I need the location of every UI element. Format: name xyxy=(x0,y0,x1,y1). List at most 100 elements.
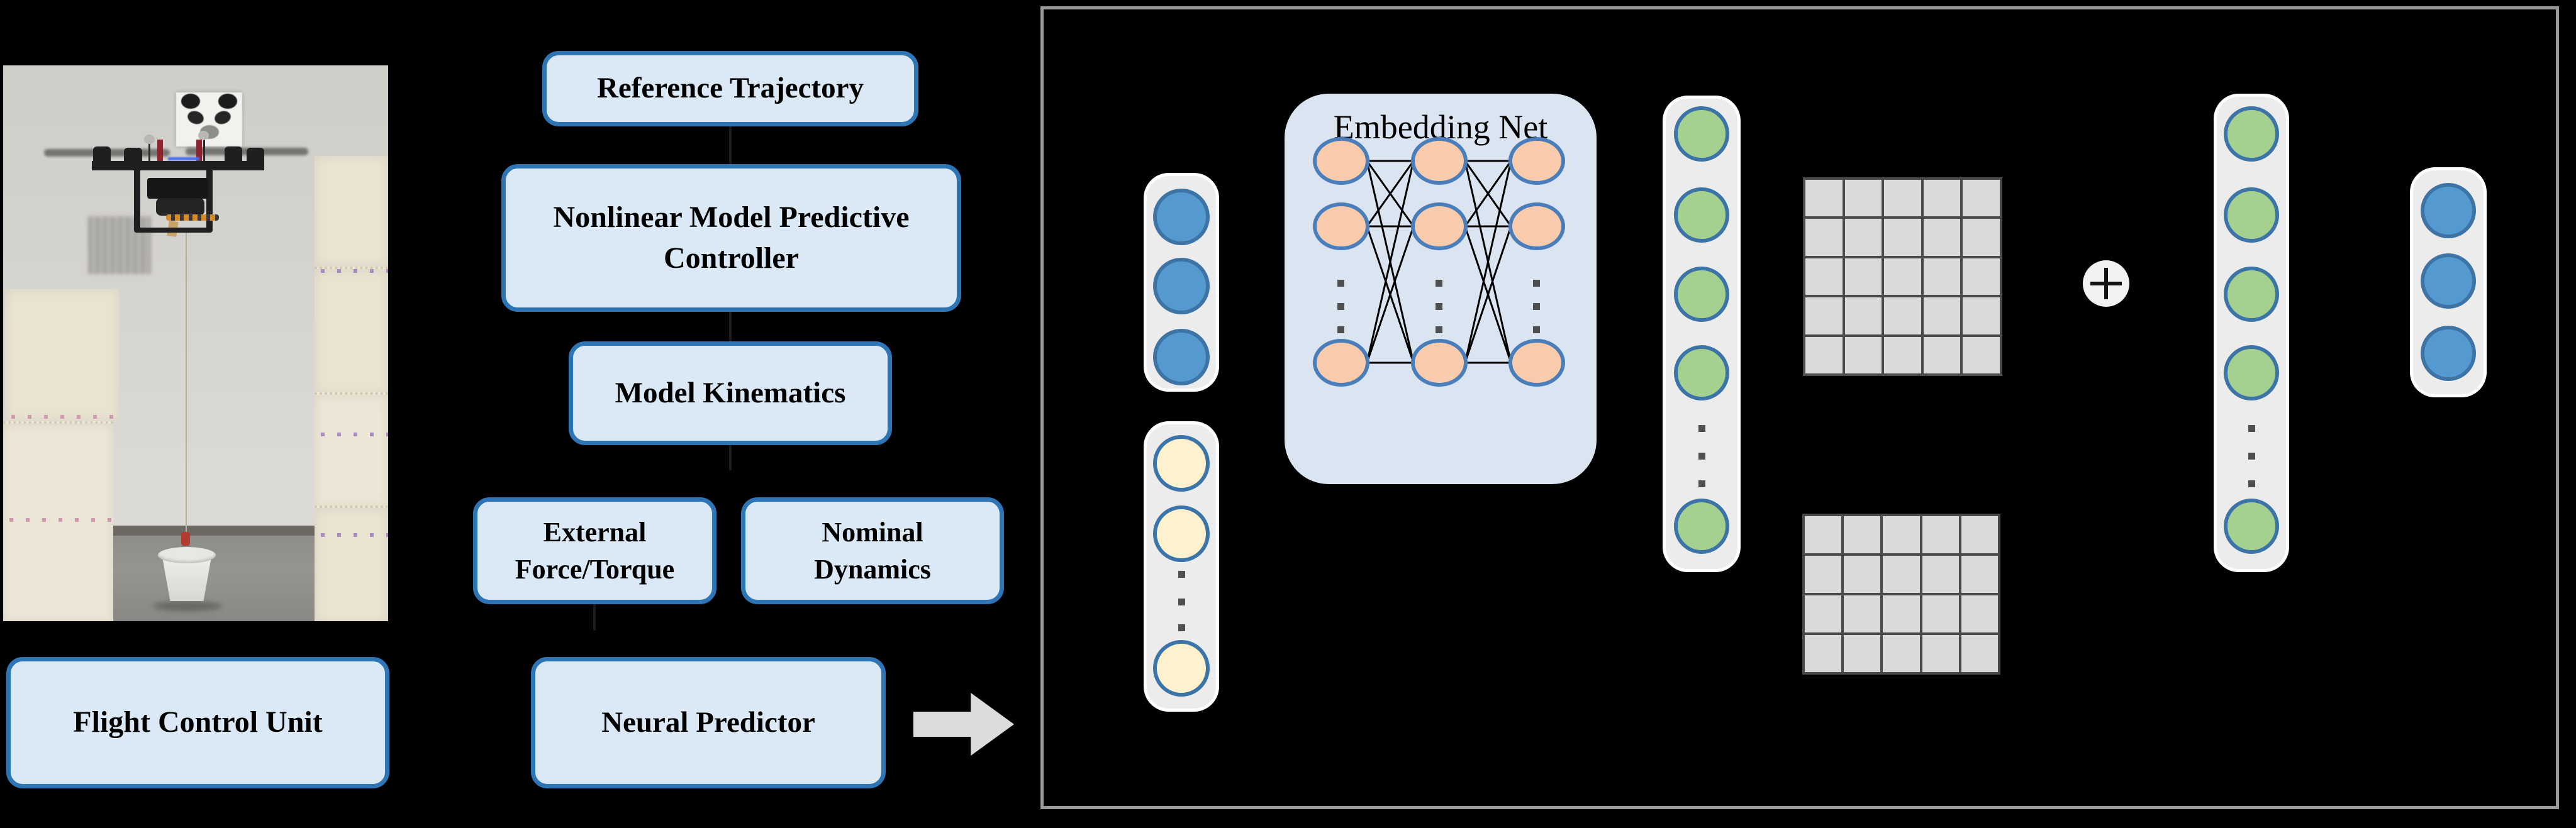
ellipsis-dot xyxy=(1533,326,1540,333)
matrix-cell xyxy=(1844,336,1882,373)
foam-block xyxy=(315,267,388,395)
matrix-cell xyxy=(1961,595,1998,632)
matrix-cell xyxy=(1805,258,1843,295)
ellipsis-dot xyxy=(1533,303,1540,310)
matrix-cell xyxy=(1883,556,1920,593)
matrix-cell xyxy=(1963,180,2000,217)
box-nominal-dynamics: Nominal Dynamics xyxy=(741,497,1004,604)
matrix-cell xyxy=(1922,595,1959,632)
panda-poster xyxy=(176,92,242,146)
ellipsis-dot xyxy=(1436,280,1442,287)
node-column-output-vector xyxy=(2410,167,2487,397)
panda-eye-icon xyxy=(186,109,206,126)
matrix-cell xyxy=(1805,297,1843,334)
green-node xyxy=(2224,345,2279,400)
matrix-cell xyxy=(1922,635,1959,672)
matrix-cell xyxy=(1961,516,1998,553)
matrix-cell xyxy=(1961,556,1998,593)
frame-deck xyxy=(92,161,264,170)
panda-eye-icon xyxy=(213,109,233,126)
matrix-cell xyxy=(1844,180,1882,217)
orange-node xyxy=(1508,339,1565,387)
green-node xyxy=(1674,345,1729,400)
matrix-cell xyxy=(1844,595,1881,632)
node-column-feature-vector-left xyxy=(1663,96,1741,572)
cage-rail xyxy=(206,170,213,230)
red-standoff xyxy=(157,140,163,162)
battery-pack xyxy=(156,198,204,216)
ellipsis-dot xyxy=(1178,599,1185,605)
matrix-cell xyxy=(1884,297,1921,334)
ellipsis-dot xyxy=(1698,425,1705,432)
neural-predictor-panel xyxy=(1040,6,2559,809)
box-model-kinematics: Model Kinematics xyxy=(569,341,892,445)
blue-node xyxy=(1153,329,1210,385)
ellipsis-dot xyxy=(1178,571,1185,578)
matrix-cell xyxy=(1923,219,1961,256)
green-node xyxy=(2224,267,2279,322)
orange-node xyxy=(1313,202,1369,250)
foam-block xyxy=(315,156,388,267)
orange-node xyxy=(1313,339,1369,387)
connector xyxy=(729,312,732,341)
matrix-cell xyxy=(1923,180,1961,217)
connector xyxy=(729,445,732,470)
blue-node xyxy=(2421,253,2476,309)
matrix-cell xyxy=(1963,258,2000,295)
ellipsis-dot xyxy=(1337,280,1344,287)
gps-mast xyxy=(203,138,205,162)
matrix-cell xyxy=(1844,219,1882,256)
ellipsis-dot xyxy=(1337,303,1344,310)
embedding-connections xyxy=(1366,160,1512,364)
matrix-cell xyxy=(1805,516,1842,553)
orange-node xyxy=(1411,137,1468,185)
ellipsis-dot xyxy=(1436,303,1442,310)
cream-node xyxy=(1153,435,1210,492)
red-standoff xyxy=(196,140,202,162)
cage-rail xyxy=(134,170,140,230)
blue-node xyxy=(2421,183,2476,238)
experiment-photo xyxy=(3,65,388,621)
matrix-cell xyxy=(1923,336,1961,373)
matrix-cell xyxy=(1844,635,1881,672)
matrix-cell xyxy=(1844,556,1881,593)
matrix-cell xyxy=(1923,297,1961,334)
matrix-cell xyxy=(1844,258,1882,295)
gps-dome xyxy=(198,131,209,140)
ellipsis-dot xyxy=(1533,280,1540,287)
payload-bucket xyxy=(162,557,211,601)
box-reference-trajectory: Reference Trajectory xyxy=(542,51,918,126)
status-led xyxy=(168,157,199,160)
node-column-feature-vector-right xyxy=(2214,94,2289,572)
matrix-cell xyxy=(1883,595,1920,632)
matrix-cell xyxy=(1805,336,1843,373)
connector xyxy=(729,126,732,164)
matrix-cell xyxy=(1884,336,1921,373)
matrix-cell xyxy=(1805,556,1842,593)
matrix-cell xyxy=(1883,635,1920,672)
wiring xyxy=(166,214,219,221)
orange-node xyxy=(1411,339,1468,387)
box-label: Model Kinematics xyxy=(615,376,846,409)
gps-dome xyxy=(144,135,155,144)
matrix-cell xyxy=(1884,180,1921,217)
cream-node xyxy=(1153,505,1210,562)
embedding-net: Embedding Net xyxy=(1285,94,1597,484)
ellipsis-dot xyxy=(1337,326,1344,333)
payload-lid xyxy=(158,547,216,563)
green-node xyxy=(2224,499,2279,554)
connector xyxy=(593,604,596,631)
matrix-cell xyxy=(1883,516,1920,553)
green-node xyxy=(1674,187,1729,243)
wall-picture xyxy=(88,216,151,274)
orange-node xyxy=(1508,137,1565,185)
cable-hook xyxy=(181,532,190,546)
green-node xyxy=(1674,106,1729,162)
cage-bottom-bar xyxy=(134,228,213,233)
box-nmpc: Nonlinear Model Predictive Controller xyxy=(501,164,961,312)
box-label: External Force/Torque xyxy=(515,516,675,585)
payload-shadow xyxy=(153,601,222,611)
box-label: Reference Trajectory xyxy=(596,72,864,105)
matrix-cell xyxy=(1805,635,1842,672)
